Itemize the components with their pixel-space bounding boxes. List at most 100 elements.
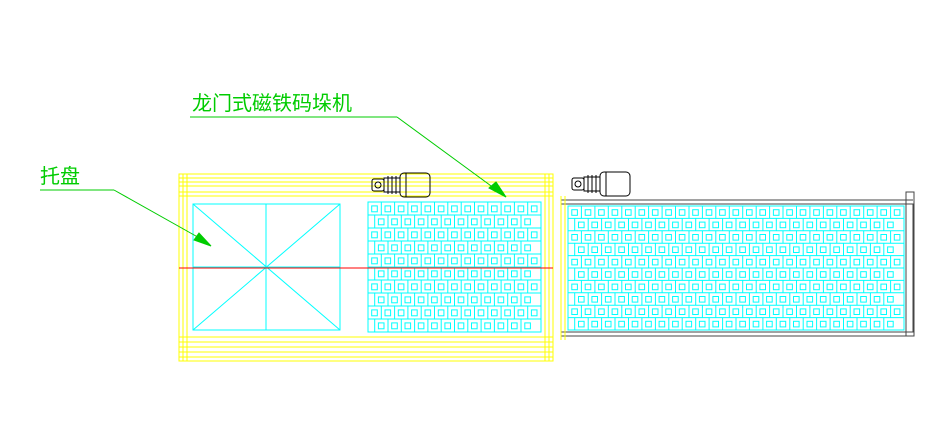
brick-hole bbox=[705, 209, 713, 216]
brick-hole bbox=[524, 244, 531, 252]
brick-hole bbox=[517, 257, 525, 265]
brick-hole bbox=[504, 309, 511, 317]
brick-hole bbox=[477, 257, 485, 265]
brick-hole bbox=[759, 308, 767, 315]
brick-hole bbox=[887, 320, 894, 328]
brick-hole bbox=[631, 246, 639, 253]
brick-hole bbox=[766, 320, 773, 328]
brick-hole bbox=[725, 246, 733, 253]
brick-hole bbox=[611, 209, 619, 216]
brick-hole bbox=[665, 258, 672, 266]
brick-hole bbox=[471, 296, 478, 304]
brick-hole bbox=[631, 221, 639, 229]
brick-hole bbox=[477, 309, 485, 317]
brick-hole bbox=[833, 296, 840, 303]
brick-hole bbox=[779, 271, 787, 278]
brick-hole bbox=[887, 296, 894, 303]
brick-hole bbox=[672, 221, 679, 229]
pallet bbox=[192, 203, 341, 331]
brick-hole bbox=[397, 309, 405, 317]
pallet-label-leader bbox=[40, 189, 212, 247]
brick-hole bbox=[591, 271, 599, 278]
brick-hole bbox=[705, 234, 713, 241]
brick-hole bbox=[431, 322, 438, 330]
brick-hole bbox=[631, 320, 639, 328]
brick-hole bbox=[793, 320, 800, 328]
gantry-label-leader bbox=[190, 116, 507, 198]
brick-hole bbox=[746, 234, 753, 241]
brick-hole bbox=[604, 221, 612, 229]
brick-hole bbox=[651, 283, 659, 291]
brick-hole bbox=[678, 308, 686, 315]
brick-hole bbox=[719, 308, 726, 315]
brick-hole bbox=[391, 322, 398, 330]
brick-hole bbox=[584, 234, 592, 241]
brick-hole bbox=[799, 308, 807, 315]
brick-hole bbox=[638, 209, 646, 216]
brick-hole bbox=[411, 257, 418, 265]
brick-hole bbox=[464, 231, 471, 239]
brick-hole bbox=[833, 246, 840, 253]
brick-hole bbox=[846, 221, 854, 229]
brick-hole bbox=[497, 270, 505, 278]
brick-hole bbox=[598, 308, 605, 315]
brick-hole bbox=[651, 308, 659, 315]
brick-hole bbox=[759, 258, 767, 266]
brick-hole bbox=[739, 221, 746, 229]
brick-hole bbox=[517, 205, 525, 213]
brick-hole bbox=[833, 271, 840, 278]
brick-hole bbox=[772, 234, 780, 241]
brick-hole bbox=[391, 218, 398, 226]
brick-hole bbox=[786, 234, 793, 241]
brick-hole bbox=[866, 308, 874, 315]
brick-hole bbox=[698, 221, 706, 229]
brick-hole bbox=[530, 283, 538, 291]
brick-hole bbox=[618, 246, 625, 253]
brick-hole bbox=[611, 283, 619, 291]
brick-hole bbox=[464, 283, 471, 291]
brick-hole bbox=[739, 271, 746, 278]
brick-hole bbox=[692, 283, 699, 291]
brick-hole bbox=[672, 296, 679, 303]
brick-hole bbox=[739, 320, 746, 328]
brick-hole bbox=[424, 205, 432, 213]
brick-hole bbox=[658, 271, 666, 278]
brick-hole bbox=[584, 258, 592, 266]
brick-hole bbox=[692, 234, 699, 241]
brick-hole bbox=[384, 205, 392, 213]
brick-hole bbox=[880, 283, 888, 291]
brick-hole bbox=[866, 258, 874, 266]
brick-hole bbox=[672, 246, 679, 253]
brick-hole bbox=[484, 296, 491, 304]
brick-hole bbox=[431, 270, 438, 278]
brick-hole bbox=[752, 246, 760, 253]
brick-hole bbox=[846, 320, 854, 328]
brick-hole bbox=[451, 283, 458, 291]
brick-hole bbox=[766, 296, 773, 303]
brick-hole bbox=[732, 209, 740, 216]
brick-hole bbox=[752, 271, 760, 278]
brick-hole bbox=[424, 257, 432, 265]
brick-hole bbox=[766, 221, 773, 229]
brick-hole bbox=[424, 283, 432, 291]
brick-hole bbox=[524, 270, 531, 278]
brick-hole bbox=[417, 270, 425, 278]
brick-hole bbox=[618, 320, 625, 328]
brick-hole bbox=[739, 296, 746, 303]
brick-hole bbox=[705, 258, 713, 266]
brick-hole bbox=[793, 296, 800, 303]
brick-hole bbox=[887, 271, 894, 278]
brick-hole bbox=[759, 209, 767, 216]
brick-hole bbox=[645, 221, 652, 229]
brick-hole bbox=[411, 231, 418, 239]
brick-hole bbox=[651, 234, 659, 241]
brick-hole bbox=[451, 231, 458, 239]
brick-hole bbox=[651, 209, 659, 216]
brick-hole bbox=[571, 258, 578, 266]
brick-hole bbox=[391, 244, 398, 252]
brick-hole bbox=[813, 283, 820, 291]
brick-hole bbox=[377, 244, 385, 252]
brick-hole bbox=[672, 271, 679, 278]
brick-hole bbox=[484, 270, 491, 278]
brick-hole bbox=[384, 231, 392, 239]
